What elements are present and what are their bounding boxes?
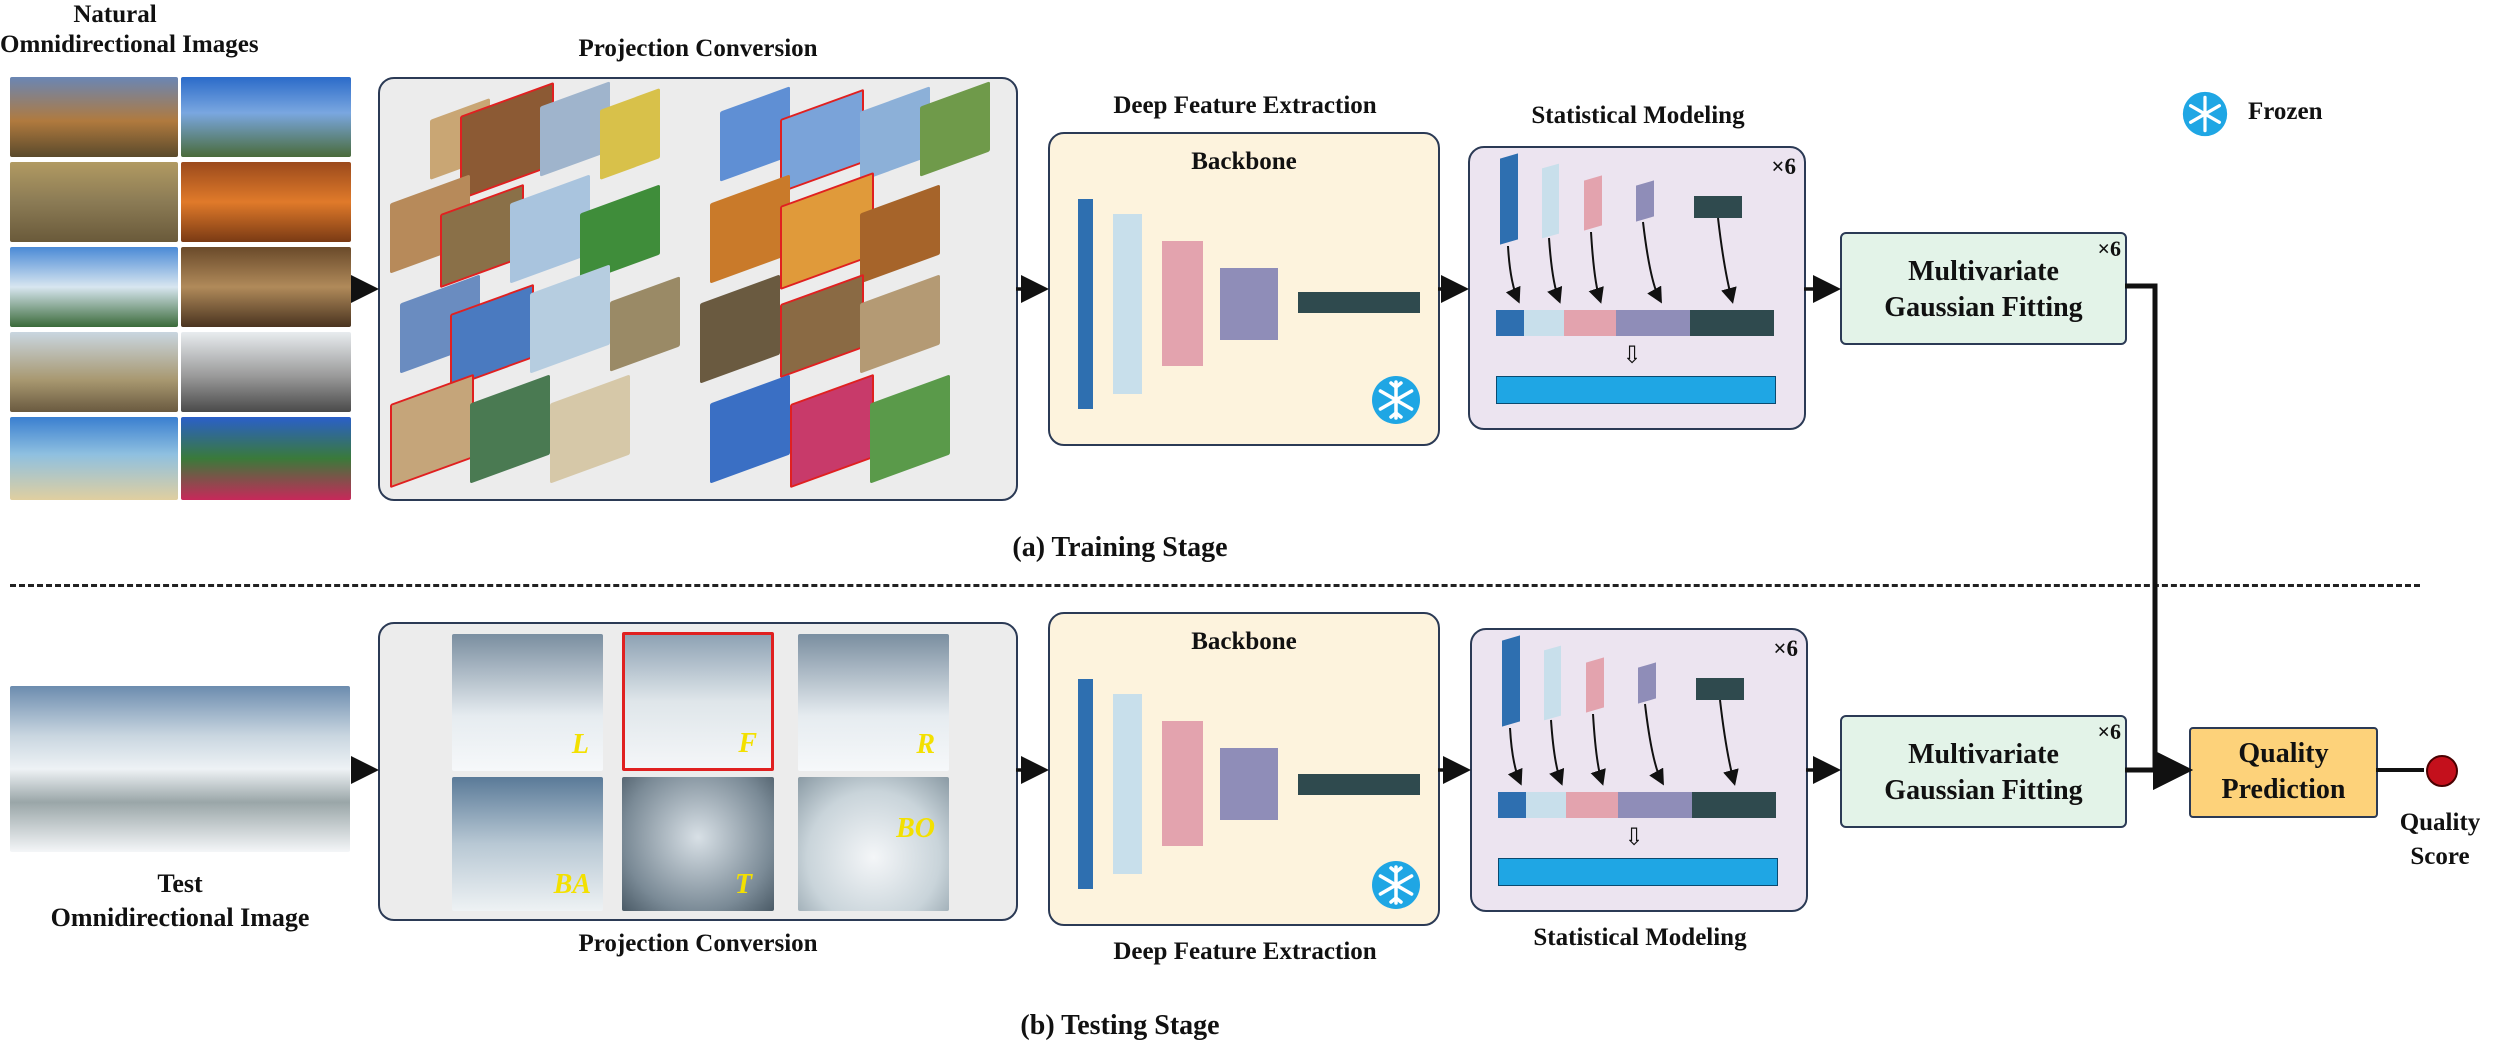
feature-map-5 xyxy=(1696,678,1744,700)
backbone-layer-4 xyxy=(1220,268,1278,340)
backbone-layer-3 xyxy=(1162,241,1203,366)
concat-feature-bar xyxy=(1496,376,1776,404)
pano-thumbnail xyxy=(181,332,351,412)
concat-segment-5 xyxy=(1690,310,1774,336)
backbone-layer-5 xyxy=(1298,774,1420,795)
map-arrow xyxy=(1719,699,1739,786)
map-arrow xyxy=(1642,221,1662,304)
concat-segment-4 xyxy=(1618,792,1692,818)
viewport-right: R xyxy=(798,634,949,771)
concat-segment-2 xyxy=(1524,310,1564,336)
training-projection-label: Projection Conversion xyxy=(578,35,818,62)
stat-multiplier: ×6 xyxy=(1773,636,1798,661)
map-arrow xyxy=(1505,245,1521,304)
training-projection-panel xyxy=(378,77,1018,501)
training-stage-caption: (a) Training Stage xyxy=(1012,532,1228,563)
stage-separator xyxy=(10,584,2420,587)
viewport-top: T xyxy=(622,777,774,911)
viewport-back: BA xyxy=(452,777,603,911)
mvg-multiplier: ×6 xyxy=(2097,719,2121,744)
pano-thumbnail xyxy=(10,77,178,157)
pano-thumbnail xyxy=(10,247,178,327)
backbone-layer-1 xyxy=(1078,679,1093,889)
testing-backbone-panel: Backbone xyxy=(1048,612,1440,926)
pano-thumbnail xyxy=(181,162,351,242)
concat-segment-4 xyxy=(1616,310,1690,336)
concat-segment-3 xyxy=(1566,792,1618,818)
quality-score-label: Quality Score xyxy=(2399,809,2481,870)
test-pano-image xyxy=(10,686,350,852)
quality-score-dot xyxy=(2426,755,2458,787)
snowflake-icon xyxy=(1372,376,1420,424)
viewport-left: L xyxy=(452,634,603,771)
pano-thumbnail xyxy=(10,332,178,412)
backbone-layer-2 xyxy=(1113,694,1142,874)
map-arrow xyxy=(1644,703,1664,786)
training-input-label: Natural Omnidirectional Images xyxy=(0,1,259,58)
training-stat-panel: ×6 ⇩ xyxy=(1468,146,1806,430)
pano-thumbnail xyxy=(10,162,178,242)
snowflake-icon xyxy=(1372,861,1420,909)
legend-snowflake-icon xyxy=(2182,91,2228,137)
mvg-multiplier: ×6 xyxy=(2097,236,2121,261)
backbone-title: Backbone xyxy=(1191,628,1297,655)
testing-mvg-box: ×6 Multivariate Gaussian Fitting xyxy=(1840,715,2127,828)
pano-thumbnail xyxy=(181,417,351,500)
map-arrow xyxy=(1507,727,1523,786)
concat-segment-3 xyxy=(1564,310,1616,336)
concat-down-arrow: ⇩ xyxy=(1624,825,1645,851)
natural-image-grid xyxy=(10,77,351,500)
testing-projection-label: Projection Conversion xyxy=(578,930,818,957)
viewport-bottom: BO xyxy=(798,777,949,911)
pano-thumbnail xyxy=(181,247,351,327)
feature-map-5 xyxy=(1694,196,1742,218)
map-arrow xyxy=(1547,237,1563,304)
pano-thumbnail xyxy=(181,77,351,157)
backbone-layer-1 xyxy=(1078,199,1093,409)
backbone-layer-3 xyxy=(1162,721,1203,846)
training-mvg-box: ×6 Multivariate Gaussian Fitting xyxy=(1840,232,2127,345)
mvg-title: Multivariate Gaussian Fitting xyxy=(1884,739,2083,806)
concat-segment-1 xyxy=(1498,792,1526,818)
quality-prediction-label: Quality Prediction xyxy=(2221,738,2346,805)
backbone-layer-2 xyxy=(1113,214,1142,394)
concat-feature-bar xyxy=(1498,858,1778,886)
testing-projection-panel: L F R BA T BO xyxy=(378,622,1018,921)
mvg-title: Multivariate Gaussian Fitting xyxy=(1884,256,2083,323)
testing-input-label: Test Omnidirectional Image xyxy=(50,869,310,932)
legend-frozen-label: Frozen xyxy=(2248,98,2323,125)
backbone-layer-4 xyxy=(1220,748,1278,820)
backbone-title: Backbone xyxy=(1191,148,1297,175)
pano-thumbnail xyxy=(10,417,178,500)
testing-stat-panel: ×6 ⇩ xyxy=(1470,628,1808,912)
map-arrow xyxy=(1590,713,1606,786)
concat-down-arrow: ⇩ xyxy=(1622,343,1643,369)
testing-stage-caption: (b) Testing Stage xyxy=(1020,1010,1220,1041)
backbone-layer-5 xyxy=(1298,292,1420,313)
testing-dfe-label: Deep Feature Extraction xyxy=(1113,938,1377,965)
map-arrow xyxy=(1588,231,1604,304)
training-dfe-label: Deep Feature Extraction xyxy=(1113,92,1377,119)
training-stat-label: Statistical Modeling xyxy=(1531,102,1745,129)
concat-segment-1 xyxy=(1496,310,1524,336)
map-arrow xyxy=(1717,217,1737,304)
stat-multiplier: ×6 xyxy=(1771,154,1796,179)
arrow-train-mvg-to-quality xyxy=(2125,283,2193,790)
viewport-front: F xyxy=(622,632,774,771)
map-arrow xyxy=(1549,719,1565,786)
concat-segment-5 xyxy=(1692,792,1776,818)
quality-prediction-box: Quality Prediction xyxy=(2189,727,2378,818)
training-backbone-panel: Backbone xyxy=(1048,132,1440,446)
testing-stat-label: Statistical Modeling xyxy=(1533,924,1747,951)
concat-segment-2 xyxy=(1526,792,1566,818)
